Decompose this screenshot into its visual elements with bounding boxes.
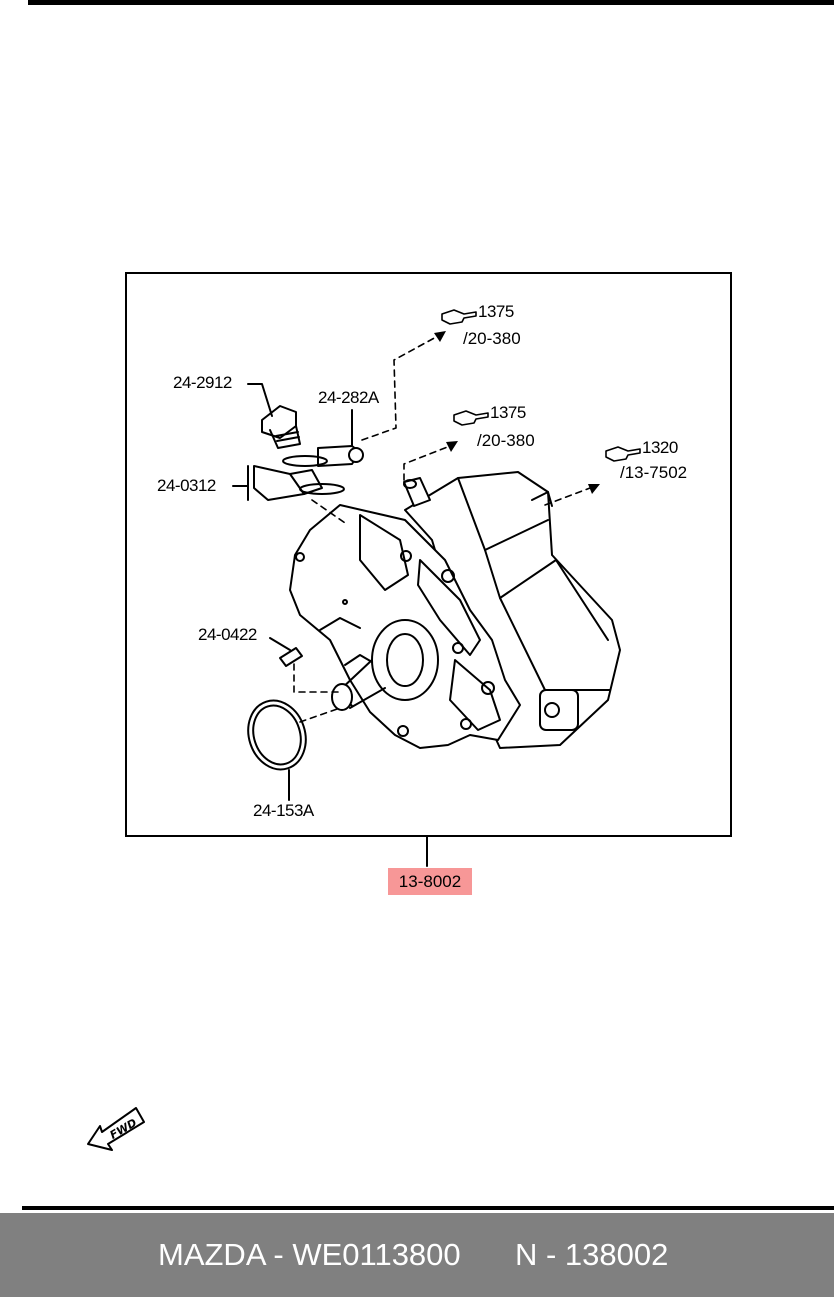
key-part <box>279 647 303 667</box>
hand-icon-3 <box>605 446 641 462</box>
label-o-ring: 24-153A <box>253 801 314 820</box>
leader-lines <box>232 383 353 801</box>
footer-brand-part: MAZDA - WE0113800 <box>158 1237 461 1272</box>
hand-icon-2 <box>453 410 489 426</box>
footer-ref-number: N - 138002 <box>515 1237 669 1272</box>
ref1-number: 1375 <box>478 302 514 321</box>
inlet-stub <box>403 477 431 507</box>
ref1-sub: /20-380 <box>463 329 521 348</box>
label-key: 24-0422 <box>198 625 257 644</box>
label-bolt: 24-2912 <box>173 373 232 392</box>
label-union-bolt: 24-282A <box>318 388 379 407</box>
bolt-part <box>261 405 301 449</box>
highlighted-part-number[interactable]: 13-8002 <box>388 868 472 895</box>
bottom-rule <box>22 1206 834 1210</box>
hand-pointer-icons <box>441 309 641 462</box>
bracket-part <box>253 455 345 501</box>
ref3-number: 1320 <box>642 438 678 457</box>
footer-bar: MAZDA - WE0113800 N - 138002 <box>0 1213 834 1297</box>
drive-shaft <box>331 619 439 711</box>
fwd-arrow-icon: FWD <box>87 1107 145 1151</box>
arrow-heads <box>434 331 600 494</box>
dashed-lines <box>293 335 591 723</box>
ref3-sub: /13-7502 <box>620 463 688 482</box>
union-bolt-part <box>317 445 364 467</box>
label-bracket: 24-0312 <box>157 476 216 495</box>
hand-icon-1 <box>441 309 477 325</box>
ref2-sub: /20-380 <box>477 431 535 450</box>
diagram-frame <box>125 272 732 837</box>
ref2-number: 1375 <box>490 403 526 422</box>
o-ring-part <box>247 699 307 771</box>
top-rule <box>28 0 834 5</box>
